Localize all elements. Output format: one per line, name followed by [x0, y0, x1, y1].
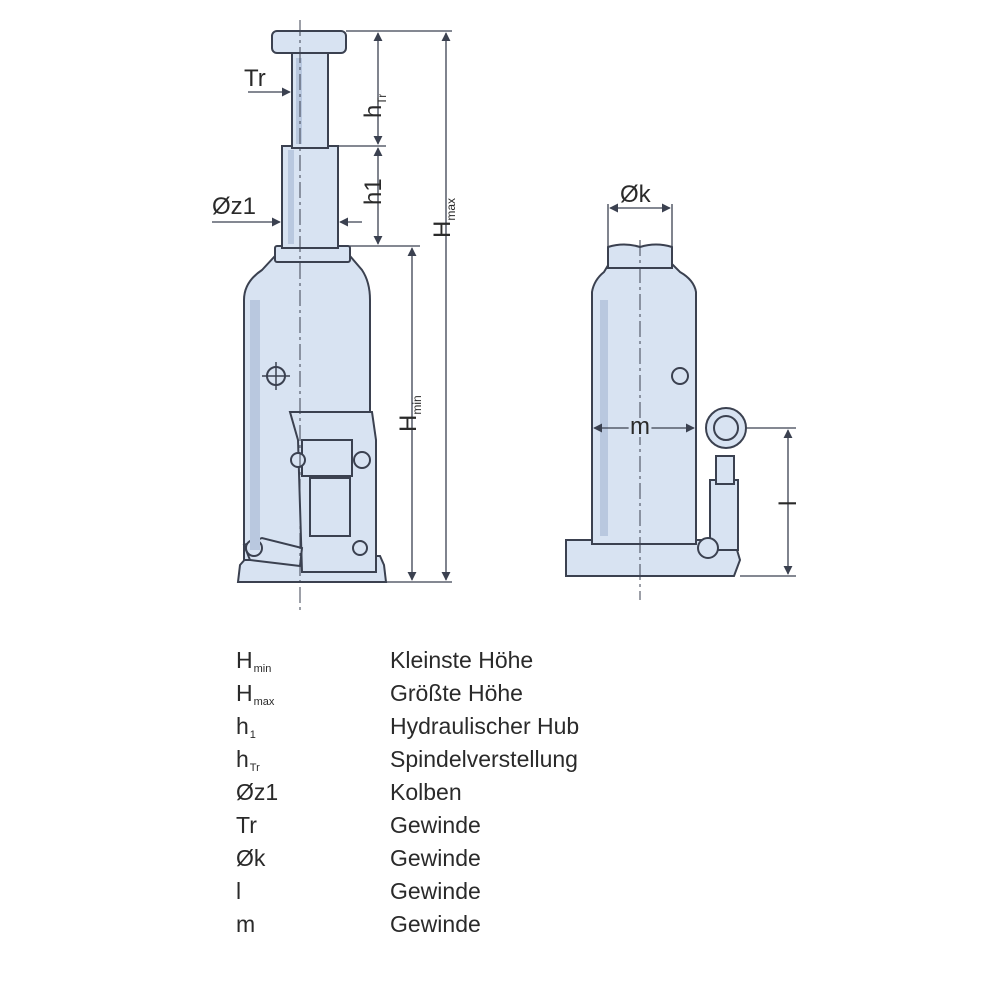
legend-symbol: Øk	[236, 845, 266, 871]
legend-row: Øk Gewinde	[236, 842, 836, 875]
legend-description: Gewinde	[390, 911, 481, 937]
side-collar	[607, 243, 673, 269]
legend-row: Hmin Kleinste Höhe	[236, 644, 836, 677]
legend-row: hTr Spindelverstellung	[236, 743, 836, 776]
side-filler-plug	[671, 367, 689, 385]
legend-symbol: h1	[236, 713, 256, 741]
legend-description: Kolben	[390, 779, 462, 805]
label-h-tr: hTr	[360, 94, 389, 118]
side-pump-column	[709, 479, 739, 551]
label-l: l	[775, 501, 802, 506]
label-ok: Øk	[620, 181, 652, 208]
pump-pivot	[353, 451, 371, 469]
legend-row: Øz1 Kolben	[236, 776, 836, 809]
legend-description: Kleinste Höhe	[390, 647, 534, 673]
legend-description: Gewinde	[390, 845, 481, 871]
legend-symbol: Øz1	[236, 779, 279, 805]
legend-symbol: Hmin	[236, 647, 272, 675]
legend-description: Gewinde	[390, 812, 481, 838]
legend-row: Tr Gewinde	[236, 809, 836, 842]
side-valve	[697, 537, 719, 559]
label-tr: Tr	[244, 65, 266, 92]
pump-socket	[301, 439, 353, 477]
pump-pin	[352, 540, 368, 556]
legend-description: Spindelverstellung	[390, 746, 578, 772]
legend-row: m Gewinde	[236, 908, 836, 941]
front-view	[236, 30, 388, 583]
legend-symbol: Tr	[236, 812, 257, 838]
side-view	[565, 243, 747, 577]
side-pivot	[290, 452, 306, 468]
legend: Hmin Kleinste Höhe Hmax Größte Höhe h1 H…	[236, 644, 836, 941]
legend-row: l Gewinde	[236, 875, 836, 908]
legend-symbol: l	[236, 878, 242, 904]
saddle	[271, 30, 347, 54]
label-h1: h1	[360, 178, 387, 205]
legend-description: Hydraulischer Hub	[390, 713, 580, 739]
legend-description: Größte Höhe	[390, 680, 523, 706]
legend-row: h1 Hydraulischer Hub	[236, 710, 836, 743]
front-dimensions	[212, 30, 452, 583]
legend-symbol: Hmax	[236, 680, 275, 708]
legend-symbol: m	[236, 911, 256, 937]
label-h-min: Hmin	[395, 395, 424, 432]
legend-row: Hmax Größte Höhe	[236, 677, 836, 710]
label-oz1: Øz1	[212, 193, 256, 220]
label-m: m	[630, 413, 650, 440]
label-h-max: Hmax	[429, 198, 458, 238]
side-dimensions	[593, 203, 796, 577]
bottle-jack-diagram: Tr hTr Øz1 h1 Hmax Hmin	[212, 20, 802, 610]
legend-description: Gewinde	[390, 878, 481, 904]
legend-symbol: hTr	[236, 746, 260, 774]
pump-plunger	[309, 477, 351, 537]
side-pump-neck	[715, 455, 735, 485]
